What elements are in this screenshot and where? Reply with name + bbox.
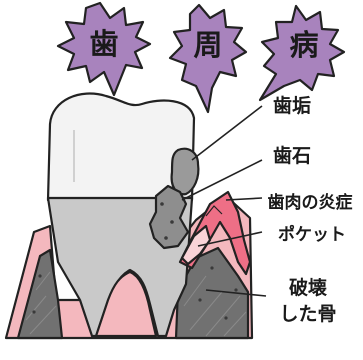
title-burst-3: 病 [260,6,344,100]
title-char-3: 病 [289,28,318,62]
title-burst-2: 周 [170,5,246,112]
title-char-1: 歯 [89,27,118,61]
label-plaque: 歯垢 [273,94,311,117]
label-pocket: ポケット [278,224,346,245]
label-destroyed-bone-line2: した骨 [279,303,336,325]
label-tartar: 歯石 [273,144,311,167]
title-char-2: 周 [193,28,222,62]
label-destroyed-bone-line1: 破壊 [289,277,328,299]
plaque [172,149,199,194]
label-gum-inflammation: 歯肉の炎症 [268,192,353,213]
title-burst-1: 歯 [58,3,150,95]
